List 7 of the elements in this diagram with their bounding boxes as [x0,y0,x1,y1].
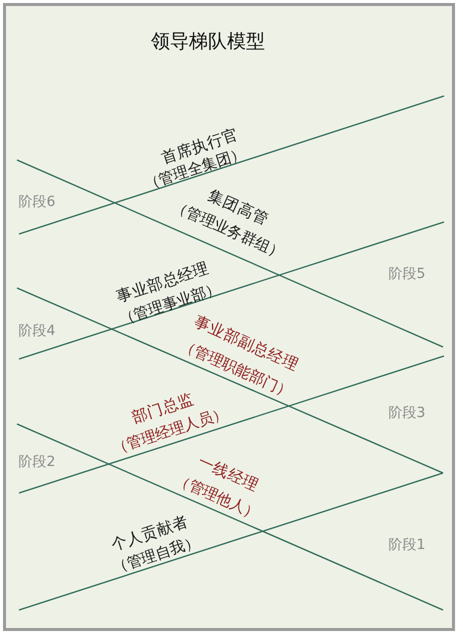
stage-label: 阶段6 [18,195,56,209]
stage-label: 阶段1 [388,538,426,552]
stage-label: 阶段3 [388,406,426,420]
stage-label: 阶段5 [388,267,426,281]
diagram-title: 领导梯队模型 [151,32,265,52]
stage-label: 阶段4 [18,324,56,338]
stage-label: 阶段2 [18,455,56,469]
